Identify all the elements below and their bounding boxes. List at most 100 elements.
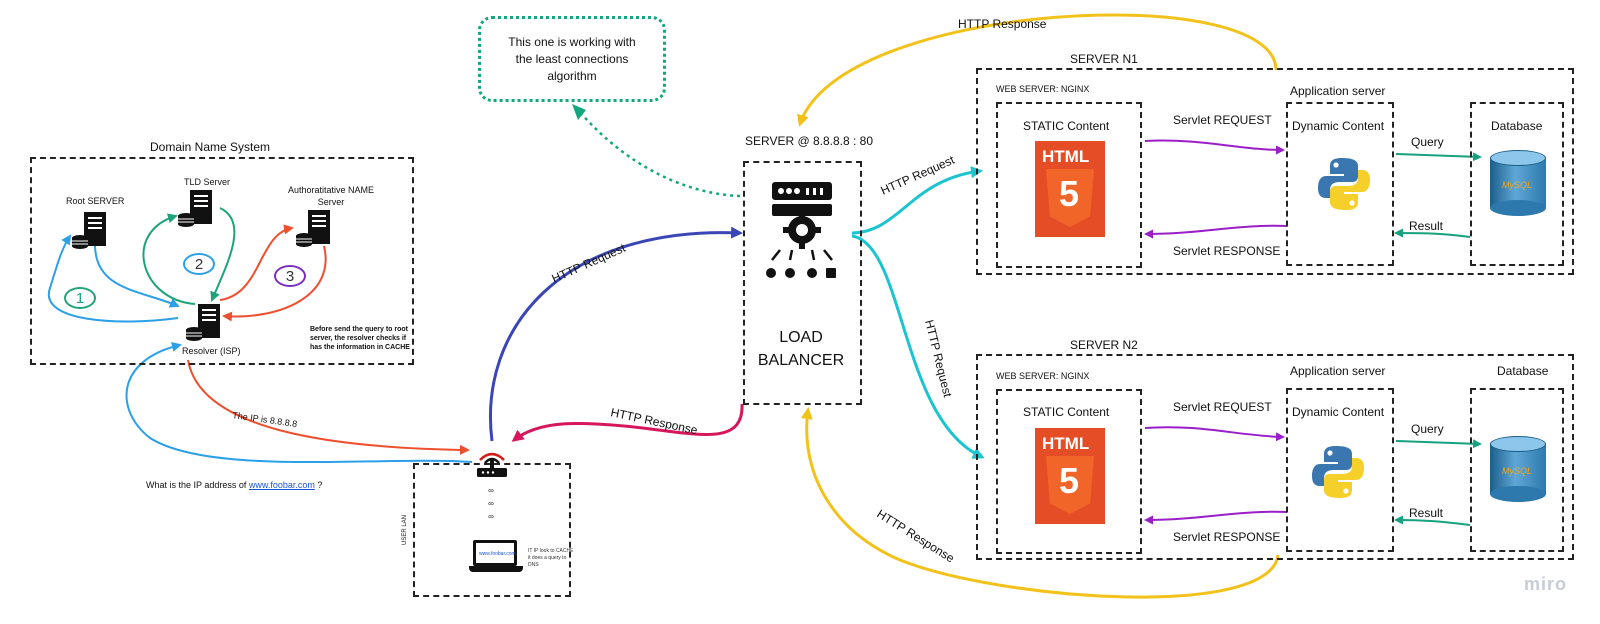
server1-static-box	[996, 102, 1142, 268]
resolver-label: Resolver (ISP)	[182, 346, 241, 356]
server2-servlet-request-label: Servlet REQUEST	[1173, 400, 1272, 414]
server1-servlet-request-arrow	[1144, 139, 1285, 155]
dns-answer-arrow	[187, 359, 470, 455]
dns-step-3-badge: 3	[274, 265, 306, 287]
server2-mysql-icon: MySQL	[1490, 436, 1546, 502]
dns-step3-query-arrow	[219, 224, 294, 301]
connection-chain-icon: ∞ ∞ ∞	[488, 486, 494, 521]
lb-request-arrow	[489, 226, 743, 442]
server2-servlet-request-arrow	[1144, 426, 1285, 442]
server2-servlet-response-arrow	[1144, 510, 1288, 525]
user-cache-line2: it does a query to	[528, 555, 567, 561]
user-cache-line1: IT IP look to CACHE	[528, 548, 574, 554]
user-cache-line3: DNS	[528, 562, 539, 568]
root-server-icon	[72, 212, 106, 249]
server2-result-label: Result	[1409, 506, 1444, 520]
authoritative-line1: Authoratitative NAME	[287, 185, 375, 195]
server2-db-body	[1490, 444, 1546, 494]
root-server-label: Root SERVER	[66, 196, 125, 206]
server1-python-icon	[1318, 158, 1370, 210]
dns-question: What is the IP address of www.foobar.com…	[146, 480, 322, 490]
server1-query-arrow	[1395, 152, 1482, 162]
server1-response-label: HTTP Response	[958, 17, 1047, 31]
server2-database-box	[1470, 388, 1564, 552]
server1-db-body	[1490, 158, 1546, 208]
server1-db-bottom	[1490, 200, 1546, 216]
svg-text:∞: ∞	[488, 499, 494, 508]
server2-static-label: STATIC Content	[1023, 405, 1110, 419]
server2-query-label: Query	[1411, 422, 1444, 436]
tld-server-icon	[178, 190, 212, 227]
server1-db-top	[1490, 150, 1546, 166]
server1-web-server-label: WEB SERVER: NGINX	[996, 84, 1090, 94]
load-balancer-note: This one is working with the least conne…	[478, 16, 666, 102]
load-balancer-title: LOAD BALANCER	[741, 326, 861, 372]
server1-html5-text: HTML	[1042, 147, 1090, 166]
server2-container	[976, 354, 1574, 560]
lb-response-arrow	[511, 403, 744, 442]
server1-servlet-response-label: Servlet RESPONSE	[1173, 244, 1281, 258]
dns-step2-query-arrow	[142, 213, 196, 305]
server2-response-label: HTTP Response	[874, 507, 957, 566]
server2-web-server-label: WEB SERVER: NGINX	[996, 371, 1090, 381]
note-connector-arrowhead	[572, 104, 586, 120]
server2-dynamic-box	[1286, 388, 1394, 552]
user-lan-label: USER LAN	[402, 515, 408, 545]
server1-mysql-icon: MySQL	[1490, 150, 1546, 216]
authoritative-server-icon	[296, 210, 330, 247]
server2-db-top	[1490, 436, 1546, 452]
server2-result-arrow	[1394, 515, 1471, 526]
authoritative-line2: Server	[317, 197, 345, 207]
server2-html5-text: HTML	[1042, 434, 1090, 453]
server1-dynamic-label: Dynamic Content	[1292, 119, 1385, 133]
laptop-base	[469, 566, 523, 572]
resolver-cache-note: Before send the query to root server, th…	[310, 325, 410, 352]
server1-result-arrow	[1394, 228, 1471, 238]
server1-container	[976, 68, 1574, 275]
server2-app-server-label: Application server	[1290, 364, 1386, 378]
lb-request-label: HTTP Request	[550, 240, 629, 285]
server2-response-arrow	[800, 407, 1280, 599]
laptop-screen: www.foobar.com	[473, 540, 517, 566]
dns-step2-reply-arrow	[210, 207, 236, 302]
server1-request-label: HTTP Request	[879, 152, 958, 197]
server1-query-label: Query	[1411, 135, 1444, 149]
server1-servlet-response-arrow	[1144, 224, 1288, 239]
load-balancer-title-line2: BALANCER	[757, 352, 845, 369]
svg-text:∞: ∞	[488, 486, 494, 495]
dns-step3-reply-arrow	[222, 245, 327, 322]
dns-step-1-badge: 1	[64, 287, 96, 309]
server1-html5-icon: HTML 5	[1035, 141, 1105, 237]
tld-server-label: TLD Server	[184, 177, 231, 187]
server1-static-label: STATIC Content	[1023, 119, 1110, 133]
server1-html5-number: 5	[1059, 173, 1080, 214]
miro-watermark: miro	[1524, 574, 1568, 594]
server2-db-bottom	[1490, 486, 1546, 502]
server1-request-arrow	[851, 166, 983, 235]
server1-servlet-request-label: Servlet REQUEST	[1173, 113, 1272, 127]
server1-html5-shield	[1046, 169, 1094, 227]
server2-db-logo: MySQL	[1502, 466, 1533, 476]
dns-step1-reply-arrow	[94, 245, 180, 308]
server1-response-arrow	[797, 13, 1278, 127]
server1-db-logo: MySQL	[1502, 180, 1533, 190]
load-balancer-server-label: SERVER @ 8.8.8.8 : 80	[745, 134, 874, 148]
server2-request-label: HTTP Request	[922, 318, 955, 399]
laptop-icon: www.foobar.com	[469, 540, 523, 576]
lb-response-label: HTTP Response	[609, 405, 699, 437]
laptop-screen-text: www.foobar.com	[479, 551, 516, 557]
user-cache-note: IT IP look to CACHE it does a query to D…	[528, 548, 573, 569]
server1-result-label: Result	[1409, 219, 1444, 233]
dns-step1-query-arrow	[47, 234, 179, 323]
dns-title: Domain Name System	[150, 140, 271, 154]
router-icon	[477, 452, 507, 477]
resolver-cache-line3: has the information in CACHE	[310, 344, 410, 351]
server1-title: SERVER N1	[1070, 52, 1138, 66]
server2-title: SERVER N2	[1070, 338, 1138, 352]
dns-question-prefix: What is the IP address of	[146, 480, 249, 490]
server2-html5-shield	[1046, 456, 1094, 514]
foobar-link[interactable]: www.foobar.com	[248, 480, 315, 490]
server2-request-arrow	[851, 234, 985, 459]
